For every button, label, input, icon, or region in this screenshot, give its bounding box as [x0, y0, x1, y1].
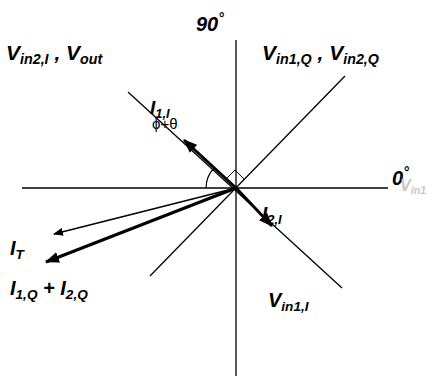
vertical-axis — [235, 40, 236, 376]
horizontal-axis — [22, 187, 388, 188]
right-angle-mark — [226, 170, 244, 179]
angle-label: ϕ+θ — [152, 116, 178, 131]
angle-arc — [206, 168, 214, 188]
phasor-label: Vin1,Q , Vin2,Q — [262, 42, 379, 63]
vin-q-line — [150, 76, 345, 276]
phasor-label: IT — [10, 238, 24, 258]
vout-line — [128, 92, 342, 288]
phasor-label: I1,I — [150, 98, 170, 117]
phasor-label: Vin1,I — [268, 290, 309, 310]
phasor-label: I1,Q + I2,Q — [10, 278, 88, 298]
phasor-label: Vin2,I , Vout — [6, 42, 102, 63]
phasor-label: I2,I — [262, 204, 282, 223]
watermark: Vin1 — [400, 178, 426, 194]
i1i-arrow — [184, 140, 236, 188]
it-arrow — [54, 188, 236, 234]
axis-label: 90° — [196, 14, 224, 34]
iq-sum-arrow — [46, 188, 236, 262]
